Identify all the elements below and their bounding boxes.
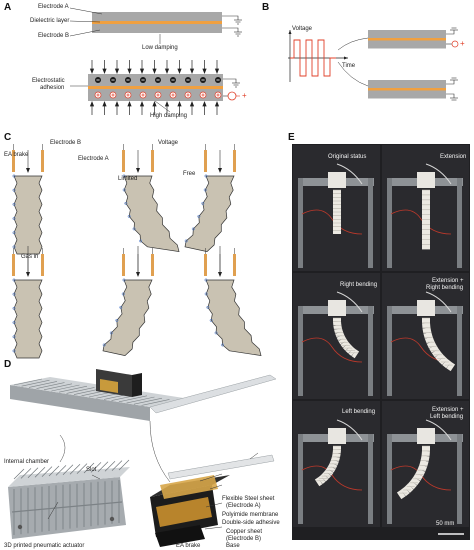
ground-icon <box>234 19 242 25</box>
soft-actuator <box>204 246 262 357</box>
dielectric-layer-active <box>88 86 223 89</box>
photo-grid: Original status Extension Right bending … <box>292 144 470 540</box>
panel-c: C EA brake Electrode B Electrode A Volta… <box>0 130 285 360</box>
panel-e-label: E <box>288 132 295 143</box>
soft-actuator <box>102 246 154 356</box>
label-c-electrode-a: Electrode A <box>78 156 109 162</box>
soft-actuator <box>184 144 236 252</box>
label-electrode-a-d: (Electrode A) <box>226 503 261 509</box>
photo-frame <box>293 401 380 527</box>
label-copper: Copper sheet <box>226 529 263 535</box>
square-wave <box>290 39 336 77</box>
voltage-source-icon <box>227 91 237 101</box>
soft-actuator <box>12 144 44 255</box>
caption-ext-left-2: Left bending <box>430 414 464 420</box>
label-flexible-steel: Flexible Steel sheet <box>222 496 275 502</box>
label-plus-b: + <box>460 39 465 48</box>
photo-frame <box>293 273 380 399</box>
electrode-a-layer <box>92 12 222 21</box>
label-high-damping: High damping <box>150 113 188 119</box>
scale-bar-label: 50 mm <box>436 521 455 527</box>
caption-right-bending: Right bending <box>340 282 378 288</box>
positive-charges <box>94 91 222 99</box>
ground-icon <box>234 31 242 37</box>
panel-c-diagram <box>12 144 262 359</box>
panel-d-label: D <box>4 359 12 370</box>
caption-extension: Extension <box>440 154 467 160</box>
soft-actuator <box>12 246 44 359</box>
label-electrostatic: Electrostatic <box>32 78 65 84</box>
panel-d: D <box>0 357 290 550</box>
soft-actuator <box>122 144 180 253</box>
label-gas-in: Gas in <box>21 254 39 260</box>
label-base: Base <box>226 543 240 549</box>
panel-b-label: B <box>262 2 270 13</box>
label-voltage: Voltage <box>292 26 313 32</box>
label-free: Free <box>183 171 196 177</box>
label-c-voltage: Voltage <box>158 140 179 146</box>
panel-b: B Voltage Time + <box>250 0 474 135</box>
photo-frame <box>382 145 469 271</box>
caption-ext-right-2: Right bending <box>426 285 464 291</box>
panel-e: E Original status Extension Right bendin… <box>286 130 474 550</box>
caption-ext-right-1: Extension + <box>432 278 464 284</box>
caption-ext-left-1: Extension + <box>432 407 464 413</box>
dielectric-layer <box>92 21 222 24</box>
panel-b-diagram <box>288 27 459 101</box>
photo-frame <box>382 401 469 527</box>
label-ea-brake-d: EA brake <box>176 543 201 549</box>
label-low-damping: Low damping <box>142 45 178 51</box>
caption-left-bending: Left bending <box>342 409 376 415</box>
label-electrode-a: Electrode A <box>38 4 69 10</box>
open-actuator <box>8 459 130 539</box>
label-internal-chamber: Internal chamber <box>4 459 50 465</box>
label-electrode-b-d: (Electrode B) <box>226 536 262 542</box>
label-adhesive: Double-side adhesive <box>222 520 280 526</box>
label-slot: Slot <box>86 467 97 473</box>
panel-c-label: C <box>4 132 12 143</box>
label-plus-a: + <box>242 91 247 100</box>
panel-d-diagram <box>8 369 277 547</box>
photo-frame <box>293 145 380 271</box>
label-3d-printed: 3D printed pneumatic actuator <box>4 543 85 549</box>
electrode-b-layer <box>92 24 222 33</box>
photo-frame <box>382 273 469 399</box>
negative-charges <box>95 77 221 83</box>
panel-a: A Electrode A Dielectric layer Electrode… <box>0 0 250 135</box>
panel-a-diagram <box>69 7 242 115</box>
label-c-electrode-b: Electrode B <box>50 140 82 146</box>
label-electrode-b: Electrode B <box>38 33 70 39</box>
label-limited: Limited <box>118 176 138 182</box>
label-dielectric: Dielectric layer <box>30 18 70 24</box>
ea-brake-exploded <box>150 454 275 547</box>
force-arrows-up <box>89 101 220 115</box>
panel-a-label: A <box>4 2 12 13</box>
label-polyimide: Polyimide membrane <box>222 512 279 518</box>
assembled-actuator <box>10 369 277 421</box>
label-time: Time <box>342 63 356 69</box>
caption-original: Original status <box>328 154 367 160</box>
label-adhesion: adhesion <box>40 85 65 91</box>
force-arrows-down <box>89 60 220 74</box>
label-ea-brake: EA brake <box>4 152 29 158</box>
